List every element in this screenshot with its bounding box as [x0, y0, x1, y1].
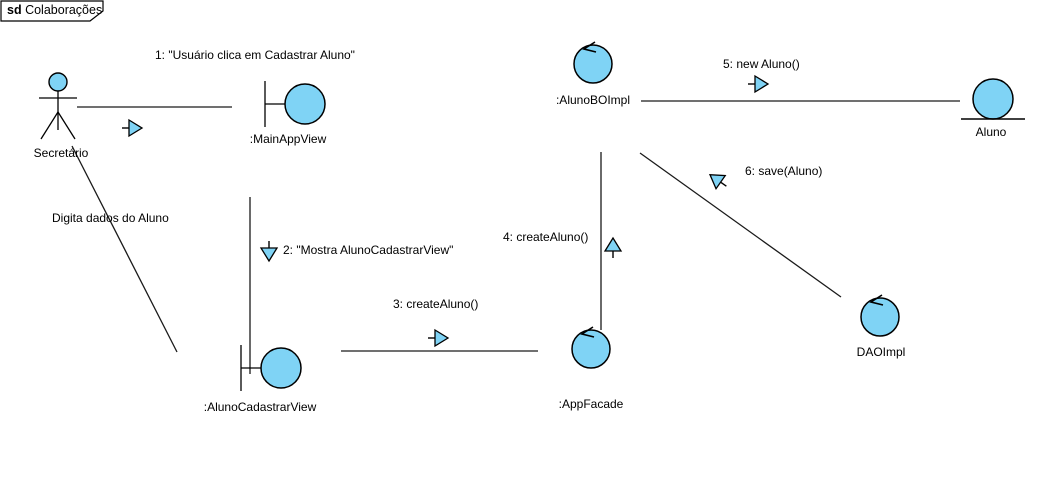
node-label-mainappview: :MainAppView	[249, 132, 327, 146]
msg-2-arrowhead	[259, 241, 279, 263]
arrows-layer	[122, 74, 770, 348]
message-label-msg-1: 1: "Usuário clica em Cadastrar Aluno"	[155, 48, 355, 62]
actor-leg-right	[57, 111, 76, 140]
msg-6-arrowhead	[708, 173, 727, 191]
link-alunoboimpl-daoimpl	[639, 152, 842, 298]
message-label-msg-6: 6: save(Aluno)	[745, 164, 823, 178]
message-label-msg-3: 3: createAluno()	[393, 297, 479, 311]
frame-kind-label: sd	[7, 3, 22, 17]
node-daoimpl[interactable]	[860, 294, 900, 337]
nodes-layer	[39, 41, 1025, 391]
node-aluno[interactable]	[961, 78, 1025, 120]
boundary-circle	[260, 347, 302, 389]
msg-1-arrowhead	[122, 118, 144, 138]
node-appfacade[interactable]	[571, 326, 611, 369]
control-arrowhead	[581, 41, 597, 53]
node-label-appfacade: :AppFacade	[558, 397, 624, 411]
node-label-secretario: Secretário	[33, 146, 89, 160]
msg-6-arrow-triangle	[708, 173, 727, 191]
link-actor-alunocadastrarview-line	[71, 145, 178, 353]
control-arrowhead	[579, 326, 595, 338]
message-label-msg-4: 4: createAluno()	[503, 230, 589, 244]
control-circle	[573, 44, 613, 84]
control-circle	[571, 329, 611, 369]
message-label-msg-2: 2: "Mostra AlunoCadastrarView"	[283, 243, 454, 257]
links-layer	[71, 100, 960, 374]
msg-5-arrowhead	[748, 74, 770, 94]
message-label-msg-5: 5: new Aluno()	[723, 57, 800, 71]
link-actor-alunocadastrarview	[71, 145, 178, 353]
msg-2-arrow-triangle	[259, 247, 279, 263]
node-alunocadastrarview[interactable]	[240, 345, 302, 391]
msg-5-arrow-triangle	[754, 74, 770, 94]
frame-name-label: Colaborações	[25, 3, 103, 17]
node-label-alunocadastrarview: :AlunoCadastrarView	[203, 400, 317, 414]
msg-3-arrowhead	[428, 328, 450, 348]
node-secretario[interactable]	[39, 72, 77, 140]
entity-circle	[972, 78, 1014, 120]
msg-3-arrow-triangle	[434, 328, 450, 348]
node-mainappview[interactable]	[264, 81, 326, 127]
link-alunoboimpl-daoimpl-line	[639, 152, 842, 298]
control-circle	[860, 297, 900, 337]
actor-leg-left	[40, 111, 59, 140]
control-arrowhead	[868, 294, 884, 306]
node-label-alunoboimpl: :AlunoBOImpl	[555, 93, 631, 107]
msg-6-arrow-tail	[720, 181, 727, 187]
msg-4-arrow-triangle	[603, 236, 623, 252]
actor-head	[48, 72, 68, 92]
msg-1-arrow-triangle	[128, 118, 144, 138]
message-label-msg-digita: Digita dados do Aluno	[52, 211, 169, 225]
node-label-daoimpl: DAOImpl	[856, 345, 906, 359]
boundary-circle	[284, 83, 326, 125]
node-label-aluno: Aluno	[975, 125, 1007, 139]
msg-4-arrowhead	[603, 236, 623, 258]
node-alunoboimpl[interactable]	[573, 41, 613, 84]
frame-tab-label: sd Colaborações	[7, 3, 102, 17]
frame-tab	[0, 0, 104, 22]
